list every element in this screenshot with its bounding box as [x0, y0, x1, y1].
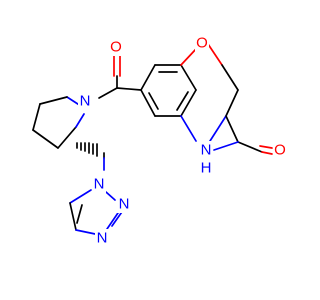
ring-bond: [180, 115, 197, 142]
ring-bond: [57, 126, 77, 149]
ring-bond: [32, 103, 41, 131]
ring-bond: [180, 48, 197, 66]
lactam-c-o-bond: [237, 141, 263, 153]
pyrrolidine-ring: [32, 96, 105, 171]
lactam-carbonyl: [213, 115, 273, 155]
pyrrolidine-nitrogen-label: N: [80, 93, 91, 110]
ring-bond: [39, 96, 68, 105]
ring-bond: [209, 115, 227, 142]
ring-bond: [105, 191, 116, 201]
ring-bond: [69, 202, 77, 231]
triazole-n1-label: N: [94, 176, 105, 193]
ring-bond: [106, 209, 121, 230]
lactam-n-bond: [213, 141, 239, 151]
ring-bond: [180, 89, 197, 117]
ring-bond: [32, 129, 59, 149]
ring-bond: [75, 113, 85, 128]
lactam-oxygen-label: O: [274, 142, 286, 159]
lactam-double-b: [259, 145, 273, 149]
triazole-n2-label: N: [119, 196, 130, 213]
lactam-nitrogen-label: N: [201, 142, 212, 159]
lactam-double-a: [261, 151, 273, 155]
carbonyl-oxygen-label: O: [110, 39, 122, 56]
ring-oxygen-label: O: [196, 35, 208, 52]
ring-double-bond: [148, 92, 159, 110]
ring-double-bond: [76, 204, 83, 224]
carbonyl-to-ring-bond: [116, 87, 142, 91]
atom-labels: O N O O N H N N N: [78, 34, 287, 247]
triazole-ring: [69, 189, 125, 236]
oxazinone-ring: [180, 43, 239, 142]
ring-bond: [207, 43, 223, 66]
ring-bond: [221, 64, 239, 91]
ring-bond: [180, 64, 197, 91]
carbonyl-to-n-bond: [98, 87, 118, 99]
ring-bond: [69, 189, 92, 204]
triazole-n3-label: N: [97, 230, 108, 247]
lactam-ring-bond: [225, 115, 239, 143]
ring-bond: [140, 89, 156, 117]
molecule-structure: O N O O N H N N N: [32, 34, 287, 247]
benzene-ring: [140, 64, 197, 117]
ring-double-bond: [176, 91, 189, 111]
hashed-wedge-bond: [76, 142, 98, 157]
amide-carbonyl-group: [98, 55, 142, 99]
ring-bond: [140, 64, 156, 91]
ring-bond: [225, 89, 239, 117]
lactam-hydrogen-label: H: [201, 160, 212, 177]
